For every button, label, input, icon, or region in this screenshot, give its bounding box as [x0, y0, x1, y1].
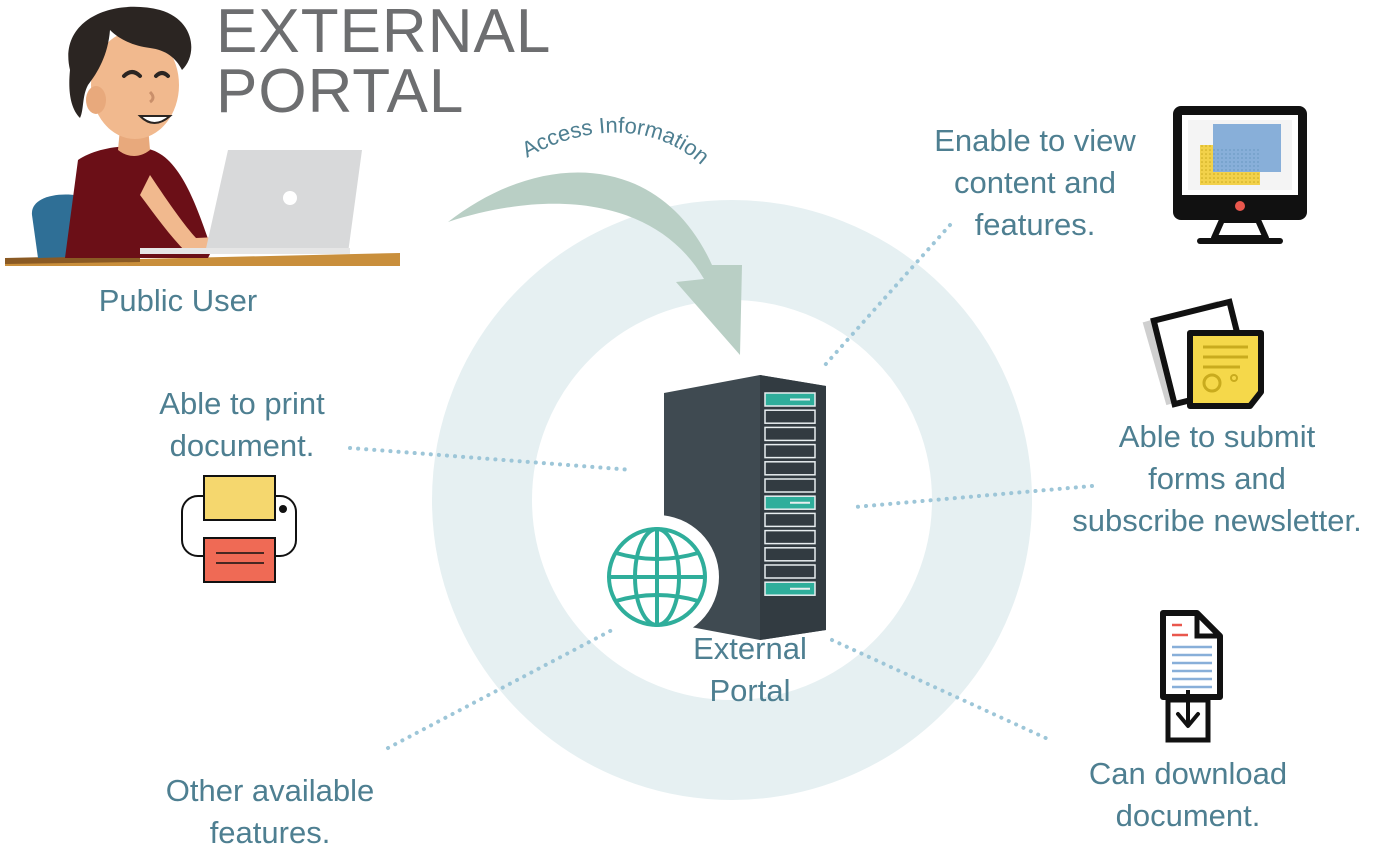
connector-other [386, 628, 614, 750]
connector-lines [348, 223, 1094, 750]
server-slot [764, 547, 816, 562]
feature-print-label: Able to print document. [132, 383, 352, 467]
server-slot [764, 409, 816, 424]
feature-other-label: Other available features. [140, 770, 400, 854]
monitor-icon [1173, 106, 1307, 244]
public-user-label: Public User [98, 283, 258, 318]
feature-download-line-2: document. [1115, 798, 1261, 833]
feature-view-label: Enable to view content and features. [900, 120, 1170, 246]
feature-submit-line-2: forms and [1148, 461, 1286, 496]
title-line-1: EXTERNAL [216, 0, 552, 66]
server-slot [764, 564, 816, 579]
page-title: EXTERNAL PORTAL [216, 0, 552, 126]
server-slot [764, 478, 816, 493]
connector-print [348, 446, 634, 472]
public-user-illustration [5, 6, 400, 266]
feature-download-label: Can download document. [1058, 753, 1318, 837]
connector-view [823, 223, 952, 367]
feature-other-line-1: Other available [165, 773, 375, 808]
server-slot [764, 529, 816, 545]
server-slot [764, 461, 816, 476]
feature-view-line-1: Enable to view [934, 123, 1136, 158]
feature-print-line-2: document. [169, 428, 315, 463]
center-portal-line-1: External [693, 631, 807, 666]
feature-view-line-2: content and [953, 165, 1117, 200]
feature-download-line-1: Can download [1088, 756, 1288, 791]
download-document-icon [1160, 610, 1223, 743]
feature-view-line-3: features. [974, 207, 1096, 242]
center-portal-line-2: Portal [709, 673, 791, 708]
globe-icon [595, 515, 719, 639]
connector-submit [853, 484, 1094, 509]
feature-submit-line-3: subscribe newsletter. [1072, 503, 1362, 538]
server-slot [764, 443, 816, 459]
connector-download [830, 638, 1052, 742]
cycle-ring [432, 200, 1032, 800]
feature-submit-label: Able to submit forms and subscribe newsl… [1052, 416, 1382, 542]
feature-submit-line-1: Able to submit [1118, 419, 1316, 454]
server-slot [764, 512, 816, 528]
title-line-2: PORTAL [216, 57, 465, 126]
printer-icon [181, 475, 297, 583]
server-slot [764, 426, 816, 442]
access-arrow [448, 172, 742, 355]
form-document-icon [1142, 298, 1264, 409]
feature-other-line-2: features. [209, 815, 331, 850]
feature-print-line-1: Able to print [159, 386, 325, 421]
center-portal-label: External Portal [660, 628, 840, 712]
